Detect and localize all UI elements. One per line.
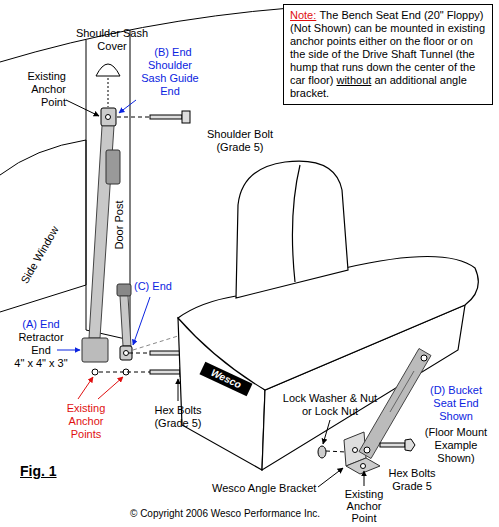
dashed-guide xyxy=(129,353,150,354)
part-label: (Floor Mount Example Shown) xyxy=(418,426,494,465)
leader-line xyxy=(323,420,330,444)
side-window-outline xyxy=(0,140,86,312)
dashed-guide xyxy=(117,117,150,118)
bolt-hole xyxy=(421,355,427,361)
anchor-point xyxy=(361,464,366,469)
strap-slot xyxy=(390,371,414,412)
belt-webbing xyxy=(82,126,190,378)
retractor-box xyxy=(82,338,108,362)
part-label: Side Window xyxy=(18,224,61,286)
bolt-shank xyxy=(150,351,180,355)
buckle-stalk xyxy=(120,296,131,346)
bolt-hole xyxy=(106,115,111,120)
part-label: Existing Anchor Point xyxy=(335,488,393,524)
dotted-guide xyxy=(108,78,109,107)
callout-label: (A) End xyxy=(10,318,72,331)
dashed-guide xyxy=(99,372,150,373)
leader-line xyxy=(66,100,99,116)
bolt-shank xyxy=(380,443,405,447)
dashed-guide xyxy=(326,451,346,452)
leader-line xyxy=(98,377,123,399)
bolt-head xyxy=(182,111,190,123)
part-label: Existing Anchor Point xyxy=(14,70,66,109)
leader-line xyxy=(57,350,80,351)
part-label: Shoulder Bolt (Grade 5) xyxy=(200,128,280,154)
bolt-shank xyxy=(150,115,182,119)
leader-line xyxy=(133,297,150,345)
roof-line xyxy=(0,8,290,62)
part-label: Wesco Angle Bracket xyxy=(212,482,316,495)
lock-washer xyxy=(318,446,326,458)
brand-tag-plate xyxy=(199,362,252,397)
part-label: Shoulder Sash Guide End xyxy=(137,59,203,98)
part-label: Retractor End xyxy=(10,331,72,357)
angle-bracket xyxy=(346,458,380,474)
leader-line xyxy=(119,100,136,113)
floor-line xyxy=(133,336,178,350)
seat-bolster xyxy=(292,165,300,282)
copyright-notice: © Copyright 2006 Wesco Performance Inc. xyxy=(130,508,320,520)
callout-label: (C) End xyxy=(134,280,172,293)
buckle xyxy=(117,284,131,296)
bolt-hole xyxy=(353,448,358,453)
sash-cover xyxy=(96,64,120,76)
anchor-point xyxy=(92,369,98,375)
note-heading: Note: xyxy=(290,9,316,21)
callout-label: (B) End xyxy=(140,46,206,59)
figure-caption: Fig. 1 xyxy=(20,463,57,479)
bolt-hole xyxy=(364,447,370,453)
buckle-tongue xyxy=(106,150,120,184)
door-post-outline xyxy=(86,30,130,340)
leader-line xyxy=(318,468,343,487)
leader-line xyxy=(364,471,365,486)
part-label: Hex Bolts (Grade 5) xyxy=(145,404,211,430)
bucket-seat xyxy=(178,161,478,470)
part-label: Door Post xyxy=(113,201,126,250)
callout-label: (D) Bucket Seat End Shown xyxy=(418,384,494,423)
seat-back xyxy=(236,161,348,298)
leader-line xyxy=(178,379,179,401)
part-label: Shoulder Sash Cover xyxy=(72,27,152,53)
sash-guide-plate xyxy=(101,108,116,126)
note-emphasis: without xyxy=(336,74,371,86)
leader-line xyxy=(78,377,93,399)
bolt-hole xyxy=(124,351,129,356)
leader-lines xyxy=(57,100,364,487)
part-label: Existing Anchor Points xyxy=(55,402,117,441)
part-label: Hex Bolts Grade 5 xyxy=(384,467,440,493)
part-label: Lock Washer & Nut or Lock Nut xyxy=(280,392,380,418)
dimension-label: 4" x 4" x 3" xyxy=(10,357,72,370)
note-box: Note:The Bench Seat End (20" Floppy) (No… xyxy=(283,4,493,105)
bolt-shank xyxy=(150,370,180,374)
bolt-head xyxy=(405,439,415,451)
